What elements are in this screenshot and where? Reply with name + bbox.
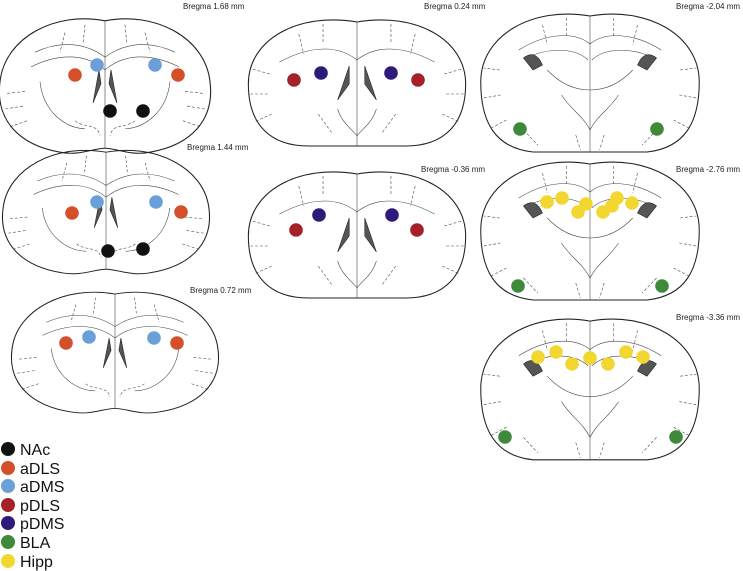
- site-marker-Hipp: [625, 196, 639, 210]
- legend-item-nac: NAc: [1, 442, 50, 459]
- legend-label: pDLS: [20, 498, 60, 515]
- section-outline: [247, 171, 467, 299]
- legend-item-pdls: pDLS: [1, 498, 60, 515]
- legend-item-adls: aDLS: [1, 461, 60, 478]
- site-marker-pDMS-left: [314, 66, 328, 80]
- legend-swatch: [1, 516, 15, 530]
- bregma-label: Bregma 1.68 mm: [183, 2, 245, 11]
- legend-swatch: [1, 554, 15, 568]
- site-marker-BLA-right: [655, 279, 669, 293]
- bregma-label: Bregma -2.76 mm: [676, 165, 740, 174]
- site-marker-aDLS-left: [65, 206, 79, 220]
- site-marker-Hipp: [601, 357, 615, 371]
- site-marker-aDLS-right: [174, 205, 188, 219]
- site-marker-Hipp: [579, 197, 593, 211]
- site-marker-Hipp: [610, 191, 624, 205]
- site-marker-pDLS-right: [411, 73, 425, 87]
- legend-item-pdms: pDMS: [1, 516, 64, 533]
- legend-item-adms: aDMS: [1, 479, 64, 496]
- section-bregma-neg-3-36: Bregma -3.36 mm: [480, 313, 740, 461]
- site-marker-Hipp: [540, 195, 554, 209]
- site-marker-BLA-left: [498, 430, 512, 444]
- site-marker-aDMS-right: [147, 331, 161, 345]
- legend-label: aDMS: [20, 479, 64, 496]
- legend-label: Hipp: [20, 554, 53, 571]
- site-marker-aDLS-left: [59, 336, 73, 350]
- section-outline: [247, 19, 467, 147]
- site-marker-Hipp: [549, 345, 563, 359]
- legend-swatch: [1, 442, 15, 456]
- bregma-label: Bregma 1.44 mm: [187, 143, 249, 152]
- site-marker-NAc-right: [136, 242, 150, 256]
- legend-label: pDMS: [20, 516, 64, 533]
- site-marker-NAc-right: [136, 104, 150, 118]
- site-marker-NAc-left: [103, 104, 117, 118]
- bregma-label: Bregma 0.72 mm: [190, 286, 252, 295]
- site-marker-NAc-left: [101, 244, 115, 258]
- site-marker-pDMS-right: [384, 66, 398, 80]
- legend-swatch: [1, 498, 15, 512]
- bregma-label: Bregma -0.36 mm: [421, 165, 485, 174]
- section-bregma-neg-2-04: Bregma -2.04 mm: [480, 2, 740, 153]
- legend-label: NAc: [20, 442, 50, 459]
- site-marker-aDMS-left: [82, 330, 96, 344]
- section-outline: [480, 318, 700, 461]
- site-marker-pDLS-left: [289, 223, 303, 237]
- section-bregma-0-24: Bregma 0.24 mm: [247, 2, 486, 147]
- legend-label: BLA: [20, 535, 51, 552]
- legend-swatch: [1, 461, 15, 475]
- section-bregma-1-68: Bregma 1.68 mm: [0, 2, 245, 154]
- site-marker-Hipp: [583, 351, 597, 365]
- site-marker-aDLS-left: [68, 68, 82, 82]
- legend-item-bla: BLA: [1, 535, 51, 552]
- site-marker-pDMS-right: [385, 208, 399, 222]
- section-bregma-0-72: Bregma 0.72 mm: [10, 286, 252, 414]
- site-marker-aDMS-left: [90, 58, 104, 72]
- site-marker-BLA-left: [511, 279, 525, 293]
- bregma-label: Bregma 0.24 mm: [424, 2, 486, 11]
- site-marker-aDMS-left: [90, 195, 104, 209]
- bregma-label: Bregma -2.04 mm: [676, 2, 740, 11]
- site-marker-Hipp: [555, 191, 569, 205]
- section-outline: [0, 18, 212, 154]
- legend-swatch: [1, 479, 15, 493]
- site-marker-aDLS-right: [171, 68, 185, 82]
- legend: NAc aDLS aDMS pDLS pDMS BLA Hipp: [1, 442, 64, 571]
- site-marker-Hipp: [636, 350, 650, 364]
- legend-label: aDLS: [20, 461, 60, 478]
- section-outline: [480, 161, 700, 301]
- site-marker-pDMS-left: [312, 208, 326, 222]
- section-bregma-neg-2-76: Bregma -2.76 mm: [480, 161, 740, 301]
- site-marker-BLA-left: [513, 122, 527, 136]
- site-marker-aDMS-right: [148, 58, 162, 72]
- section-outline: [10, 291, 220, 414]
- section-bregma-1-44: Bregma 1.44 mm: [1, 143, 249, 275]
- site-marker-Hipp: [619, 345, 633, 359]
- site-marker-Hipp: [565, 357, 579, 371]
- bregma-label: Bregma -3.36 mm: [676, 313, 740, 322]
- legend-item-hipp: Hipp: [1, 554, 53, 571]
- site-marker-BLA-right: [669, 430, 683, 444]
- site-marker-pDLS-left: [287, 73, 301, 87]
- site-marker-aDLS-right: [170, 336, 184, 350]
- site-marker-BLA-right: [650, 122, 664, 136]
- site-marker-aDMS-right: [149, 195, 163, 209]
- legend-swatch: [1, 535, 15, 549]
- section-bregma-neg-0-36: Bregma -0.36 mm: [247, 165, 485, 299]
- site-marker-pDLS-right: [410, 223, 424, 237]
- site-marker-Hipp: [531, 350, 545, 364]
- section-outline: [480, 13, 700, 153]
